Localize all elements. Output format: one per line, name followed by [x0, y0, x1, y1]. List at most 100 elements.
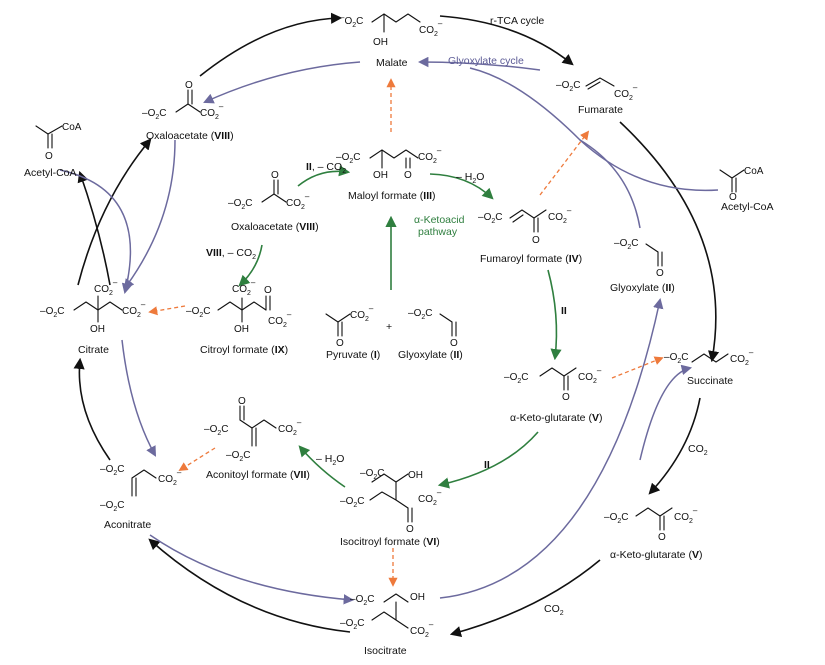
step-ii-co2: II, – CO2: [306, 161, 346, 175]
svg-text:–O2C: –O2C: [142, 108, 166, 121]
step-viii-co2: VIII, – CO2: [206, 247, 256, 261]
svg-text:–O2C: –O2C: [186, 306, 210, 319]
svg-text:–O2C: –O2C: [664, 352, 688, 365]
akg-inner-structure: –O2C CO2– O α-Keto-glutarate (V): [504, 366, 602, 424]
svg-text:O: O: [406, 524, 414, 535]
label-aconitoyl-formate: Aconitoyl formate (VII): [206, 469, 310, 481]
svg-text:–O2C: –O2C: [604, 512, 628, 525]
arrow-akg-to-succinate: [611, 356, 664, 379]
svg-text:CO2–: CO2–: [578, 366, 602, 385]
arrow-oxaloacetate-to-malate: [199, 12, 343, 77]
arrow-citrate-to-oxaloacetate: [77, 138, 152, 286]
svg-text:CO2–: CO2–: [158, 468, 182, 487]
svg-text:–O2C: –O2C: [360, 468, 384, 481]
rtca-cycle-arrows: [73, 12, 720, 638]
svg-text:CO2–: CO2–: [418, 146, 442, 165]
arrow-aconitoyl-to-aconitrate: [178, 447, 216, 471]
arrow-isocitrate-to-glyoxylate: [439, 297, 664, 599]
label-glyoxylate-center: Glyoxylate (II): [398, 349, 463, 361]
svg-text:CO2–: CO2–: [268, 310, 292, 329]
label-succinate: Succinate: [687, 375, 733, 387]
svg-text:–O2C: –O2C: [340, 496, 364, 509]
oxaloacetate-inner-structure: O –O2C CO2– Oxaloacetate (VIII): [228, 170, 319, 233]
svg-text:O: O: [271, 170, 279, 181]
svg-text:O: O: [562, 392, 570, 403]
step-h2o-top: – H2O: [456, 171, 484, 185]
svg-text:CO2–: CO2–: [232, 278, 256, 297]
label-oxaloacetate-inner: Oxaloacetate (VIII): [231, 221, 319, 233]
ketoacid-pathway-label-2: pathway: [418, 226, 458, 238]
label-oxaloacetate-outer: Oxaloacetate (VIII): [146, 130, 234, 142]
svg-text:–O2C: –O2C: [204, 424, 228, 437]
svg-text:–O2C: –O2C: [478, 212, 502, 225]
pyruvate-structure: CO2– O Pyruvate (I): [325, 304, 380, 361]
svg-text:OH: OH: [408, 470, 423, 481]
svg-text:CO2–: CO2–: [418, 488, 442, 507]
aconitoyl-formate-structure: O –O2C CO2– –O2C Aconitoyl formate (VII): [204, 396, 310, 481]
svg-text:O: O: [238, 396, 246, 407]
arrow-akg-to-isocitrate: [449, 559, 601, 638]
arrow-isocitrate-to-succinate: [639, 364, 693, 461]
arrow-isocitrate-to-aconitrate: [148, 538, 351, 633]
label-glyoxylate-right: Glyoxylate (II): [610, 282, 675, 294]
arrow-fumarate-region-to-malate: [417, 56, 541, 71]
arrow-aconitrate-to-citrate: [73, 357, 111, 461]
svg-text:OH: OH: [234, 324, 249, 335]
arrow-succinate-to-akg: [648, 397, 701, 495]
succinate-structure: –O2C CO2– Succinate: [664, 348, 754, 387]
label-citrate: Citrate: [78, 344, 109, 356]
arrow-glyoxylate-to-malate: [579, 139, 641, 229]
svg-text:CO2–: CO2–: [730, 348, 754, 367]
fumarate-structure: –O2C CO2– Fumarate: [556, 77, 638, 116]
svg-text:CO2–: CO2–: [548, 206, 572, 225]
arrow-fumaroyl-to-akg: [547, 269, 562, 361]
arrow-oxaloacetate-to-citroyl: [238, 244, 263, 287]
label-isocitroyl-formate: Isocitroyl formate (VI): [340, 536, 440, 548]
svg-text:–O2C: –O2C: [100, 500, 124, 513]
svg-text:CO2–: CO2–: [94, 278, 118, 297]
label-malate: Malate: [376, 57, 408, 69]
rtca-cycle-label: r-TCA cycle: [490, 15, 544, 27]
malate-structure-top: –O2C CO2– OH Malate: [340, 13, 443, 70]
svg-text:–O2C: –O2C: [228, 198, 252, 211]
svg-text:CO2–: CO2–: [350, 304, 374, 323]
svg-text:–O2C: –O2C: [556, 80, 580, 93]
isocitrate-structure: –O2C OH –O2C CO2– Isocitrate: [340, 592, 434, 657]
nonenzymatic-arrows: [148, 78, 664, 587]
label-acetylcoa-right: Acetyl-CoA: [721, 201, 774, 213]
aconitrate-structure: –O2C CO2– –O2C Aconitrate: [100, 464, 182, 531]
arrow-oxaloacetate-to-citrate: [123, 139, 176, 290]
maloyl-formate-structure: –O2C CO2– OH O Maloyl formate (III): [336, 146, 442, 202]
svg-text:O: O: [404, 170, 412, 181]
svg-text:CO2–: CO2–: [122, 300, 146, 319]
svg-text:OH: OH: [90, 324, 105, 335]
co2-right: CO2: [688, 443, 708, 457]
svg-text:–O2C: –O2C: [340, 618, 364, 631]
svg-text:OH: OH: [373, 170, 388, 181]
svg-text:–O2C: –O2C: [408, 308, 432, 321]
svg-text:CoA: CoA: [62, 122, 82, 133]
svg-text:O: O: [532, 235, 540, 246]
svg-text:CO2–: CO2–: [674, 506, 698, 525]
svg-text:CO2–: CO2–: [286, 192, 310, 211]
svg-text:O: O: [656, 268, 664, 279]
isocitroyl-formate-structure: –O2C OH –O2C CO2– O Isocitroyl formate (…: [340, 468, 442, 548]
svg-text:–O2C: –O2C: [226, 450, 250, 463]
label-aconitrate: Aconitrate: [104, 519, 151, 531]
svg-text:CoA: CoA: [744, 166, 764, 177]
label-citroyl-formate: Citroyl formate (IX): [200, 344, 288, 356]
arrow-akg-to-isocitroyl: [437, 431, 539, 489]
acetylcoa-left-structure: CoA O Acetyl-CoA: [24, 122, 82, 179]
arrow-aconitrate-to-isocitrate: [149, 534, 355, 605]
arrow-fumarate-to-succinate: [619, 121, 720, 363]
svg-text:–O2C: –O2C: [504, 372, 528, 385]
arrow-acetylcoa-right-to-malate: [469, 67, 719, 192]
svg-text:–O2C: –O2C: [614, 238, 638, 251]
label-isocitrate: Isocitrate: [364, 645, 407, 657]
svg-text:–O2C: –O2C: [336, 152, 360, 165]
svg-text:O: O: [45, 151, 53, 162]
glyoxylate-right-structure: –O2C O Glyoxylate (II): [610, 238, 675, 294]
arrow-fumaroyl-to-fumarate: [539, 130, 590, 196]
svg-text:O: O: [264, 285, 272, 296]
